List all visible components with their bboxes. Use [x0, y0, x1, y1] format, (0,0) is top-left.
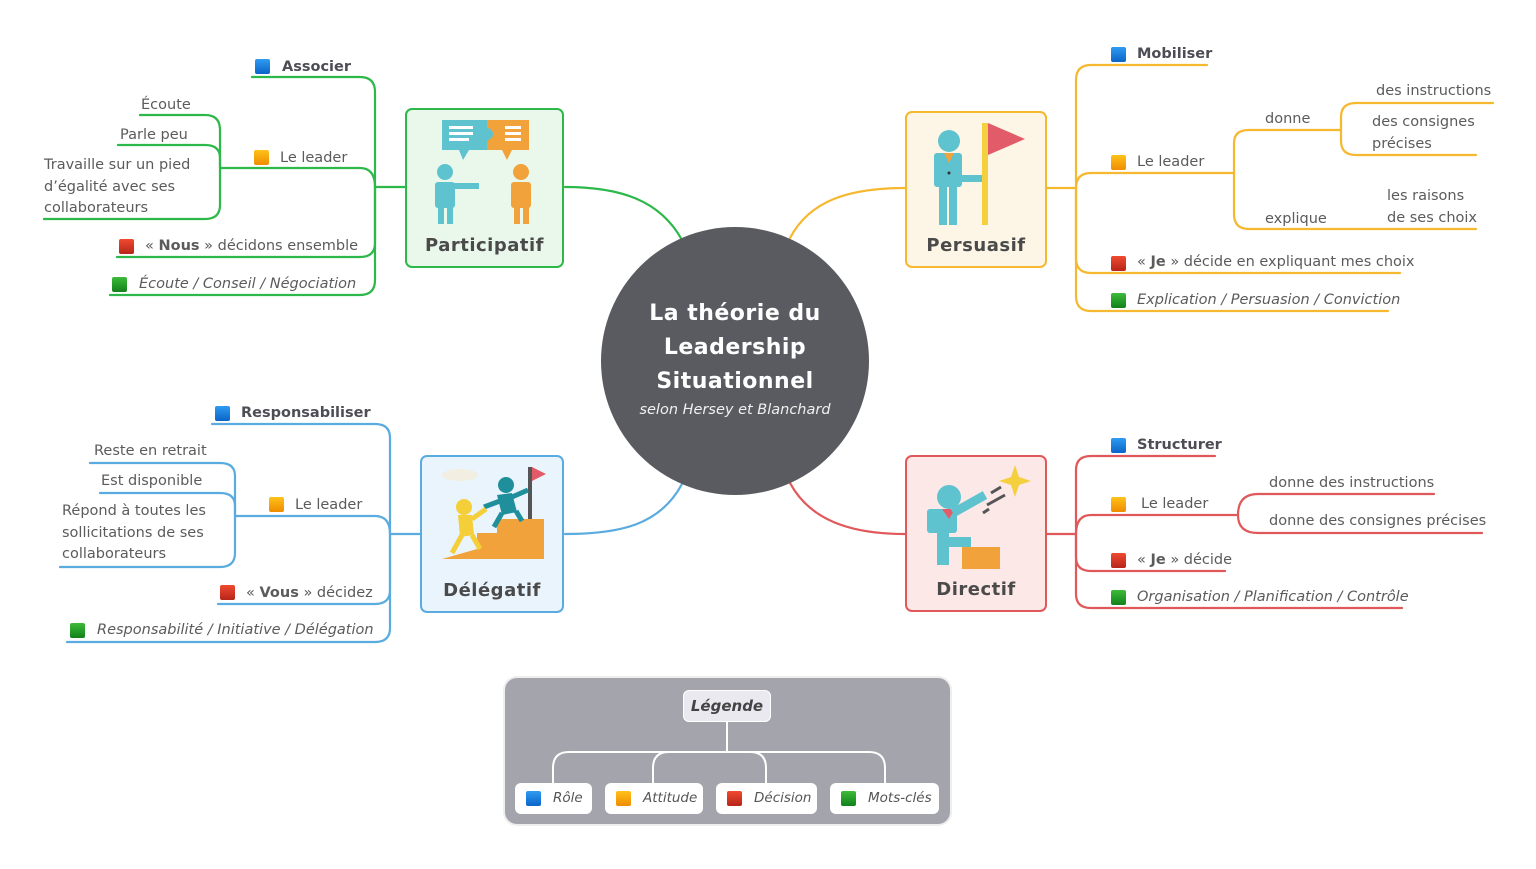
participatif-branches [42, 75, 684, 297]
participatif-leader-item[interactable]: Travaille sur un pied d’égalité avec ses… [44, 157, 191, 216]
role-icon [215, 406, 230, 421]
participatif-leader-item[interactable]: Parle peu [120, 127, 188, 143]
decision-icon [727, 791, 742, 806]
participatif-role[interactable]: Associer [282, 59, 351, 75]
participatif-leader[interactable]: Le leader [280, 150, 348, 166]
directif-decision[interactable]: « Je » décide [1137, 550, 1232, 571]
decision-text: » décidons ensemble [199, 238, 359, 254]
delegatif-leader-item[interactable]: Reste en retrait [94, 443, 207, 459]
persuasif-decision[interactable]: « Je » décide en expliquant mes choix [1137, 252, 1415, 273]
central-title-line: Situationnel [656, 369, 814, 394]
delegatif-keywords[interactable]: Responsabilité / Initiative / Délégation [97, 622, 374, 638]
style-card-directif[interactable]: Directif [905, 455, 1047, 612]
role-icon [1111, 438, 1126, 453]
directif-leader-item[interactable]: donne des consignes précises [1269, 513, 1487, 529]
decision-subject: Je [1150, 254, 1166, 270]
style-card-delegatif[interactable]: Délégatif [420, 455, 564, 613]
decision-subject: Nous [158, 238, 200, 254]
legend-item-attitude: Attitude [605, 783, 703, 814]
decision-text: » décide [1165, 552, 1233, 568]
persuasif-verb[interactable]: donne [1265, 111, 1311, 127]
legend-item-label: Décision [754, 790, 812, 806]
legend-item-keywords: Mots-clés [830, 783, 939, 814]
quote-open: « [246, 585, 260, 601]
participatif-keywords[interactable]: Écoute / Conseil / Négociation [139, 276, 357, 292]
keywords-icon [1111, 590, 1126, 605]
decision-icon [1111, 256, 1126, 271]
style-label: Persuasif [926, 235, 1026, 256]
participatif-leader-item[interactable]: Écoute [141, 97, 191, 113]
legend-item-role: Rôle [515, 783, 592, 814]
delegatif-leader-item[interactable]: Est disponible [101, 473, 203, 489]
persuasif-role[interactable]: Mobiliser [1137, 46, 1213, 62]
quote-open: « [145, 238, 159, 254]
legend-title: Légende [683, 690, 771, 722]
legend-item-decision: Décision [716, 783, 817, 814]
directif-role[interactable]: Structurer [1137, 437, 1222, 453]
central-title-line: La théorie du [649, 301, 821, 326]
climbing-team-icon [442, 467, 546, 559]
persuasif-leader[interactable]: Le leader [1137, 154, 1205, 170]
role-icon [526, 791, 541, 806]
keywords-icon [841, 791, 856, 806]
style-label: Participatif [425, 235, 544, 256]
quote-open: « [1137, 552, 1151, 568]
directif-leader-item[interactable]: donne des instructions [1269, 475, 1435, 491]
persuasif-keywords[interactable]: Explication / Persuasion / Conviction [1137, 292, 1401, 308]
legend-item-label: Mots-clés [868, 790, 932, 806]
persuasif-verb-object[interactable]: des consignes précises [1372, 114, 1475, 152]
keywords-icon [1111, 293, 1126, 308]
persuasif-branches [788, 63, 1495, 313]
persuasif-verb-object[interactable]: les raisons de ses choix [1387, 188, 1478, 226]
central-topic[interactable]: La théorie du Leadership Situationnel se… [601, 227, 869, 495]
style-label: Directif [936, 579, 1016, 600]
role-icon [255, 59, 270, 74]
attitude-icon [1111, 155, 1126, 170]
person-flag-icon [934, 123, 1025, 225]
central-subtitle: selon Hersey et Blanchard [639, 402, 831, 418]
decision-icon [220, 585, 235, 600]
delegatif-role[interactable]: Responsabiliser [241, 405, 371, 421]
leader-pointing-star-icon [927, 465, 1031, 569]
decision-icon [1111, 553, 1126, 568]
keywords-icon [70, 623, 85, 638]
attitude-icon [254, 150, 269, 165]
delegatif-leader-item[interactable]: Répond à toutes les sollicitations de se… [62, 503, 206, 562]
decision-text: » décide en expliquant mes choix [1165, 254, 1415, 270]
decision-text: » décidez [298, 585, 373, 601]
directif-keywords[interactable]: Organisation / Planification / Contrôle [1137, 589, 1409, 605]
decision-subject: Je [1150, 552, 1166, 568]
central-title-line: Leadership [663, 335, 807, 360]
legend-item-label: Attitude [643, 790, 698, 806]
decision-subject: Vous [259, 585, 299, 601]
style-card-participatif[interactable]: Participatif [405, 108, 564, 268]
attitude-icon [269, 497, 284, 512]
participatif-decision[interactable]: « Nous » décidons ensemble [145, 236, 358, 257]
delegatif-branches [58, 422, 684, 644]
legend-item-label: Rôle [553, 790, 583, 806]
quote-open: « [1137, 254, 1151, 270]
persuasif-verb[interactable]: explique [1265, 211, 1327, 227]
directif-leader[interactable]: Le leader [1141, 496, 1209, 512]
keywords-icon [112, 277, 127, 292]
attitude-icon [616, 791, 631, 806]
central-title: La théorie du Leadership Situationnel [601, 297, 869, 399]
delegatif-leader[interactable]: Le leader [295, 497, 363, 513]
attitude-icon [1111, 497, 1126, 512]
style-card-persuasif[interactable]: Persuasif [905, 111, 1047, 268]
style-label: Délégatif [443, 580, 541, 601]
dialogue-people-icon [435, 120, 531, 224]
delegatif-decision[interactable]: « Vous » décidez [246, 583, 373, 604]
decision-icon [119, 239, 134, 254]
directif-branches [788, 454, 1484, 610]
persuasif-verb-object[interactable]: des instructions [1376, 83, 1492, 99]
role-icon [1111, 47, 1126, 62]
